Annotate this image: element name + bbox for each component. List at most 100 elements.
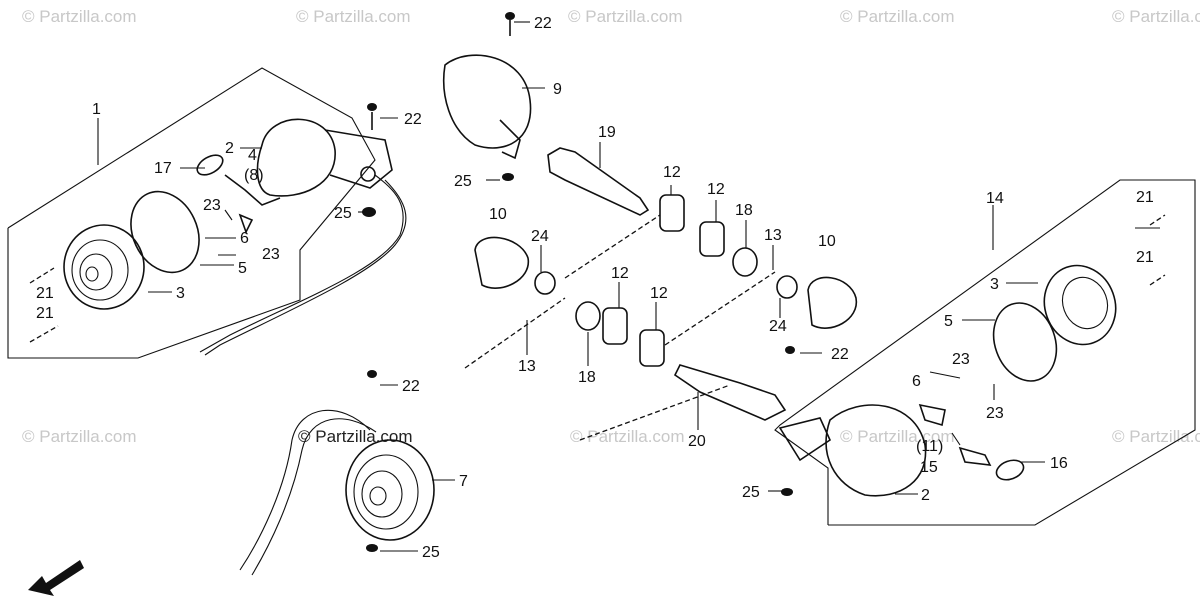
screw-21 (1149, 274, 1166, 286)
right-signal-assembly (774, 179, 1196, 526)
nut-24 (776, 275, 798, 299)
lens-ring (1061, 276, 1109, 330)
wire-lead (251, 418, 377, 576)
watermark-text: © Partzilla.com (1112, 7, 1200, 26)
watermark-text: © Partzilla.com (22, 7, 137, 26)
lens-ring (79, 253, 113, 291)
nut-25 (366, 544, 378, 552)
watermarks: © Partzilla.com © Partzilla.com © Partzi… (22, 7, 1200, 446)
callout-labels: 1 2 4 (8) 17 23 6 23 5 3 21 21 25 22 22 … (36, 15, 1154, 561)
nut-25 (362, 207, 376, 217)
lens-left (63, 224, 145, 310)
lens-center (369, 486, 387, 506)
nut-25 (502, 173, 514, 181)
screw-21 (29, 325, 59, 343)
gasket-ring-right (992, 302, 1058, 382)
callout-25: 25 (742, 484, 760, 501)
washer-18 (732, 247, 758, 277)
lens-7 (345, 439, 435, 541)
bushing-12 (639, 329, 665, 367)
lens-center (85, 266, 99, 282)
callout-22: 22 (831, 346, 849, 363)
collar-10 (807, 276, 857, 329)
housing-shell-9 (443, 54, 532, 149)
callout-4: 4 (248, 147, 257, 164)
screw-21 (1149, 214, 1166, 226)
upper-housing-assembly (443, 12, 650, 216)
wire-lead (239, 409, 371, 571)
watermark-text: © Partzilla.com (840, 7, 955, 26)
callout-2: 2 (225, 140, 234, 157)
callout-21: 21 (36, 285, 54, 302)
assembly-frame-right (774, 179, 1196, 526)
watermark-text: © Partzilla.com (570, 427, 685, 446)
watermark-text: © Partzilla.com (568, 7, 683, 26)
callout-25: 25 (334, 205, 352, 222)
bolt-22 (785, 346, 795, 354)
watermark-text: © Partzilla.com (298, 427, 413, 446)
callout-9: 9 (553, 81, 562, 98)
callout-17: 17 (154, 160, 172, 177)
callout-6: 6 (912, 373, 921, 390)
nut-25 (781, 488, 793, 496)
leader-line (951, 432, 961, 446)
wire-lead (199, 174, 404, 353)
socket-wiring (224, 174, 281, 206)
lens-ring (353, 454, 419, 530)
bushing-12 (602, 307, 628, 345)
callout-5: 5 (238, 260, 247, 277)
bolt-13-axis (564, 214, 661, 279)
lens-right (1043, 264, 1117, 346)
callout-22: 22 (402, 378, 420, 395)
bulb-left (196, 154, 224, 176)
callout-12: 12 (611, 265, 629, 282)
bolt-13 (464, 297, 566, 369)
callout-16: 16 (1050, 455, 1068, 472)
callout-14: 14 (986, 190, 1004, 207)
callout-19: 19 (598, 124, 616, 141)
leader-lines (97, 21, 1160, 552)
collar-10 (474, 236, 529, 289)
screw-21 (29, 267, 55, 284)
bushing-12 (699, 221, 725, 257)
callout-24: 24 (531, 228, 549, 245)
nut-24 (534, 271, 556, 295)
mount-hardware (464, 194, 857, 441)
callout-10: 10 (818, 233, 836, 250)
watermark-text: © Partzilla.com (296, 7, 411, 26)
callout-23: 23 (952, 351, 970, 368)
callout-11: (11) (916, 438, 943, 455)
callout-20: 20 (688, 433, 706, 450)
spring-15 (958, 446, 992, 466)
callout-25: 25 (422, 544, 440, 561)
gasket-ring-left (130, 190, 200, 274)
lens-ring (71, 239, 129, 301)
callout-24: 24 (769, 318, 787, 335)
callout-12: 12 (707, 181, 725, 198)
assembly-frame-left (7, 67, 376, 359)
housing-neck (499, 119, 521, 160)
contact-plate (238, 213, 254, 235)
housing-neck-2 (778, 417, 832, 462)
callout-23: 23 (986, 405, 1004, 422)
bolt-13 (664, 271, 776, 346)
callout-23: 23 (203, 197, 221, 214)
callout-21: 21 (1136, 189, 1154, 206)
bolt-22 (367, 103, 377, 111)
leader-line (929, 371, 961, 379)
callout-21: 21 (36, 305, 54, 322)
callout-7: 7 (459, 473, 468, 490)
callout-15: 15 (920, 459, 938, 476)
callout-13: 13 (764, 227, 782, 244)
watermark-text: © Partzilla.com (1112, 427, 1200, 446)
bracket-hole (360, 166, 376, 182)
callout-21: 21 (1136, 249, 1154, 266)
watermark-text: © Partzilla.com (840, 427, 955, 446)
left-signal-assembly (7, 67, 407, 359)
callout-22: 22 (404, 111, 422, 128)
callout-2: 2 (921, 487, 930, 504)
watermark-text: © Partzilla.com (22, 427, 137, 446)
socket-11 (918, 403, 946, 427)
housing-shell (256, 118, 336, 197)
